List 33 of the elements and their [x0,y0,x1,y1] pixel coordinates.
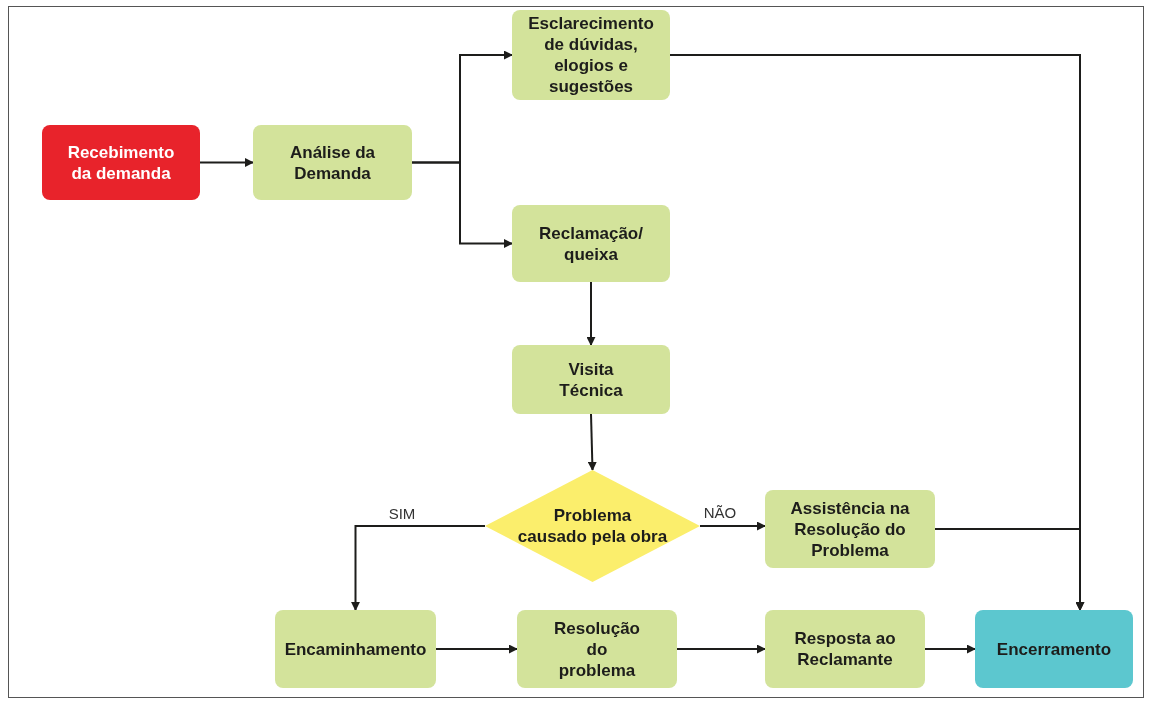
node-text: Reclamação/ queixa [538,222,644,265]
process-box [517,610,677,688]
node-text: Assistência na Resolução do Problema [789,497,911,561]
node-text: Encaminhamento [284,638,427,660]
edge-label: NÃO [701,503,739,521]
arrow [676,644,766,654]
node-text: Esclarecimento de dúvidas, elogios e sugestões [527,13,655,97]
node-text: Análise da Demanda [288,141,376,184]
process-box [512,10,670,100]
node-text: Visita Técnica [558,358,624,401]
start-box [42,125,200,200]
process-box [275,610,436,688]
process-box [765,610,925,688]
node-text: Resolução do problema [553,617,641,681]
arrow [924,644,976,654]
node-text: Problema causado pela obra [517,505,668,547]
process-box [253,125,412,200]
decision-diamond [485,470,700,582]
arrow [435,644,518,654]
arrow [587,413,597,471]
arrow [351,525,486,611]
end-box [975,610,1133,688]
process-box [765,490,935,568]
arrow [586,281,596,346]
arrow [934,528,1085,611]
arrow [411,161,513,248]
node-text: Recebimento da demanda [66,141,176,184]
node-text: Encerramento [996,638,1112,660]
arrow [699,521,766,531]
process-box [512,205,670,282]
arrow [199,158,254,167]
node-text: Resposta ao Reclamante [793,628,897,670]
process-box [512,345,670,414]
